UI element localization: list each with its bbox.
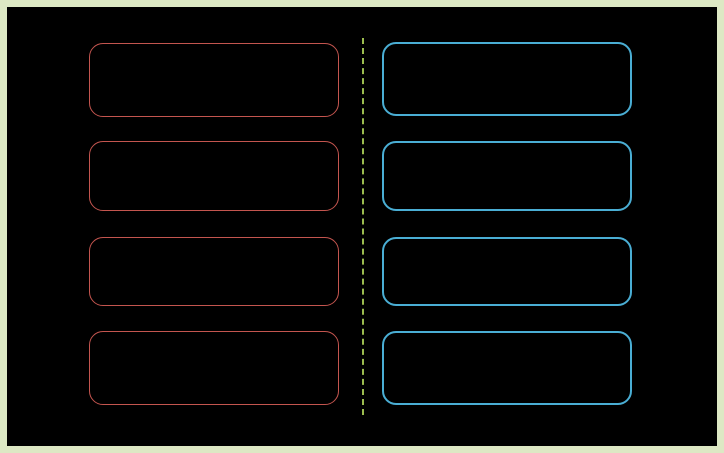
content-stage [7,7,717,446]
right-card-2-label [384,143,385,144]
left-card-2-label [90,142,91,143]
right-card-1-label [384,44,385,45]
left-card-2[interactable] [89,141,339,211]
right-card-3[interactable] [382,237,632,306]
right-card-3-label [384,239,385,240]
left-card-4[interactable] [89,331,339,405]
left-card-1[interactable] [89,43,339,117]
vertical-dashed-divider [362,38,364,415]
left-card-3[interactable] [89,237,339,306]
right-card-4-label [384,333,385,334]
left-card-3-label [90,238,91,239]
right-card-4[interactable] [382,331,632,405]
right-card-1[interactable] [382,42,632,116]
left-card-1-label [90,44,91,45]
right-card-2[interactable] [382,141,632,211]
left-card-4-label [90,332,91,333]
